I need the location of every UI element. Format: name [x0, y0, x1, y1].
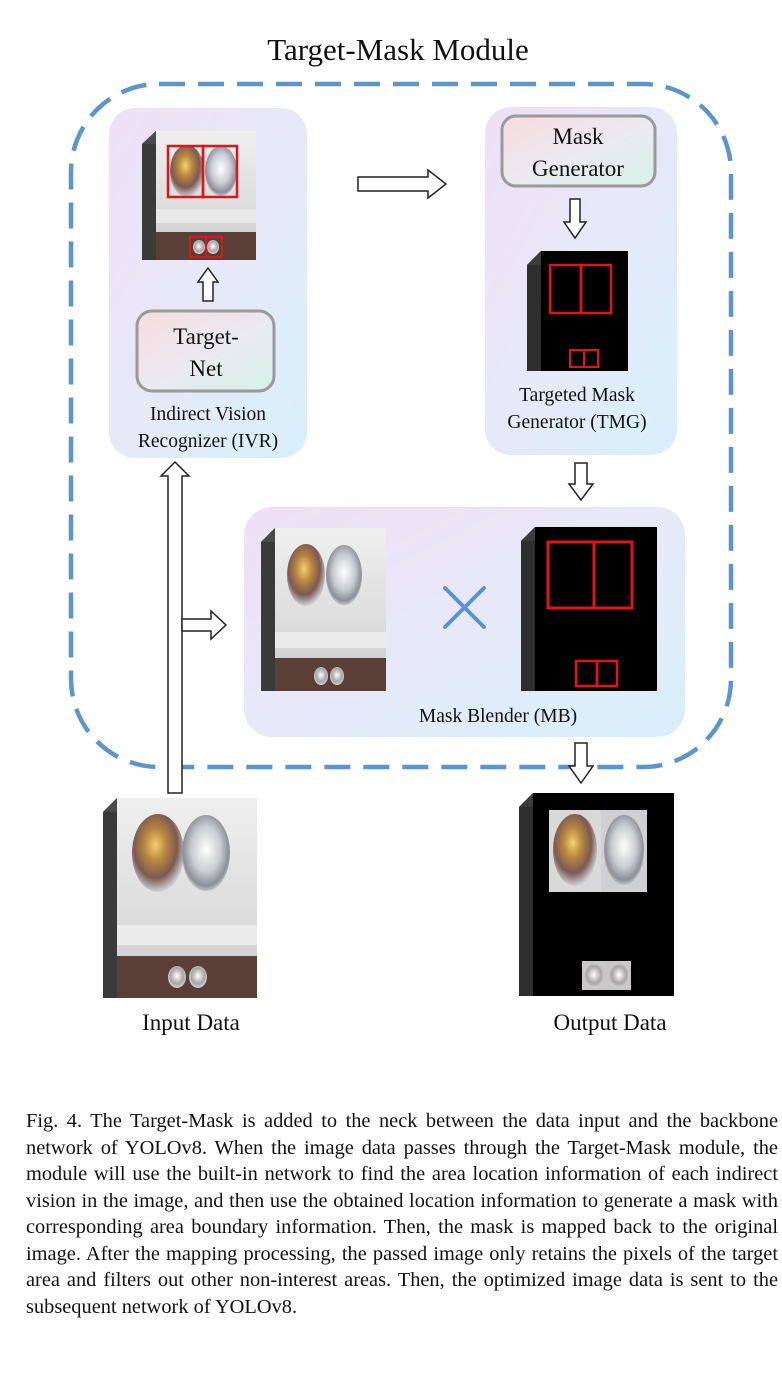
down-arrow-icon: [562, 198, 588, 240]
target-net-label-2: Net: [189, 356, 223, 381]
output-data-label: Output Data: [553, 1010, 666, 1035]
target-mask-diagram: Target-Mask Module Target- Net Indirect …: [68, 32, 734, 1035]
ivr-panel: Target- Net Indirect Vision Recognizer (…: [109, 108, 307, 458]
up-arrow-icon: [196, 266, 220, 302]
ivr-label-1: Indirect Vision: [150, 404, 266, 425]
output-data-image: [519, 793, 674, 996]
figure-caption: Fig. 4. The Target-Mask is added to the …: [26, 1110, 778, 1318]
tmg-label-2: Generator (TMG): [507, 412, 646, 433]
mb-panel: Mask Blender (MB): [244, 507, 685, 737]
ivr-annotated-image: [142, 131, 256, 260]
figure-title: Target-Mask Module: [267, 32, 529, 67]
mask-generator-label-1: Mask: [552, 124, 604, 149]
input-flow-arrow: [159, 460, 228, 794]
right-arrow-icon: [357, 168, 448, 200]
down-arrow-icon: [567, 462, 595, 502]
tmg-panel: Mask Generator Targeted Mask Generator (…: [485, 107, 677, 455]
target-net-label-1: Target-: [173, 324, 239, 349]
tmg-label-1: Targeted Mask: [519, 385, 635, 406]
mb-label: Mask Blender (MB): [419, 706, 577, 727]
mb-mask-image: [521, 527, 657, 691]
input-data-image: [103, 798, 257, 998]
ivr-label-2: Recognizer (IVR): [138, 431, 278, 452]
module-dashed-boundary: [68, 81, 734, 770]
mask-generator-box: [500, 114, 657, 188]
input-data-label: Input Data: [142, 1010, 240, 1035]
mb-original-image: [261, 528, 386, 691]
target-net-box: [135, 309, 276, 393]
down-arrow-icon: [567, 742, 595, 785]
mask-generator-label-2: Generator: [532, 156, 624, 181]
multiply-icon: [443, 586, 486, 629]
tmg-mask-image: [527, 251, 628, 371]
